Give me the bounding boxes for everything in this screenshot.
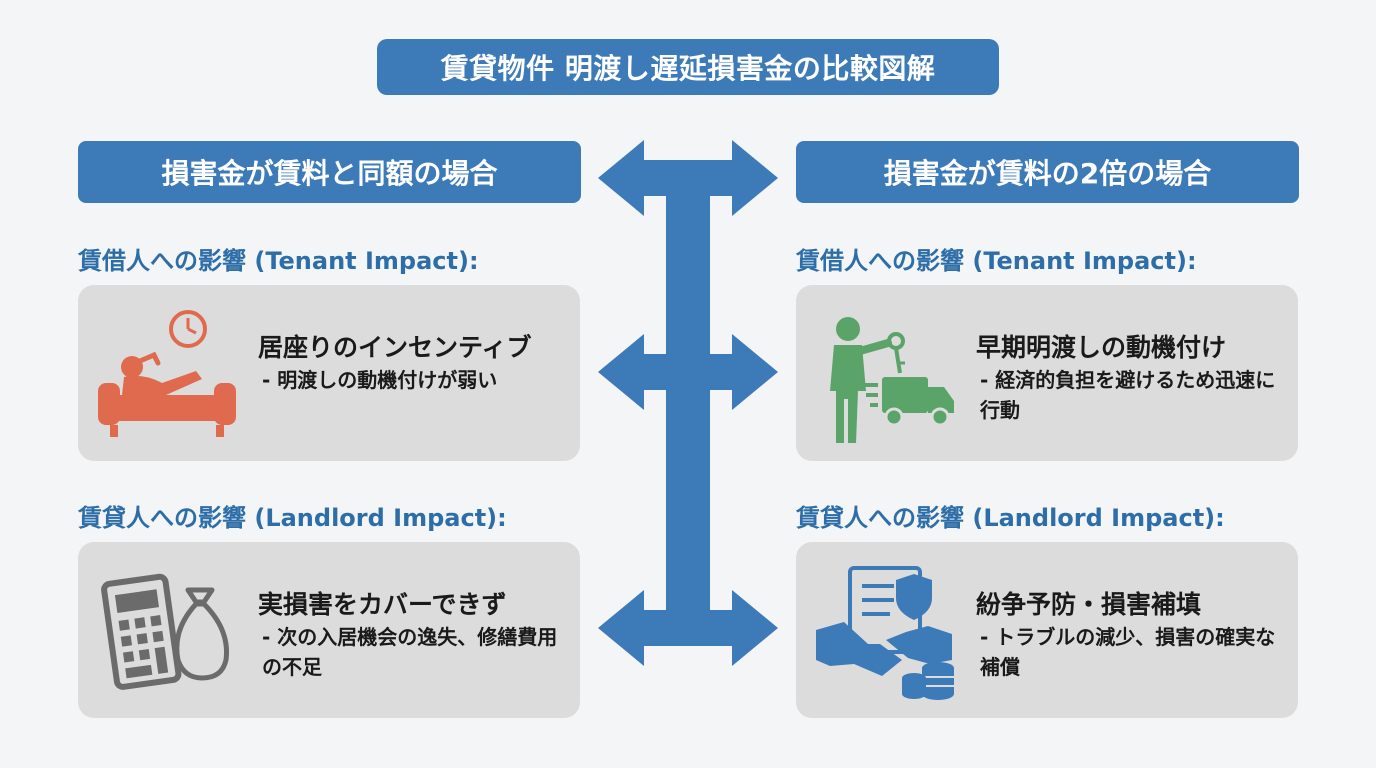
right-landlord-label: 賃貸人への影響 (Landlord Impact): [796, 504, 1225, 532]
diagram-title: 賃貸物件 明渡し遅延損害金の比較図解 [377, 39, 999, 95]
left-tenant-sub-text: - 明渡しの動機付けが弱い [262, 368, 498, 392]
left-landlord-main-text: 実損害をカバーできず [258, 590, 507, 619]
right-landlord-card: 紛争予防・損害補填 - トラブルの減少、損害の確実な補償 [796, 542, 1298, 718]
calculator-money-bag-icon [101, 573, 230, 690]
left-landlord-card: 実損害をカバーできず - 次の入居機会の逸失、修繕費用の不足 [78, 542, 580, 718]
left-tenant-label: 賃借人への影響 (Tenant Impact): [78, 247, 479, 275]
left-tenant-card: 居座りのインセンティブ - 明渡しの動機付けが弱い [78, 285, 580, 461]
left-column-header: 損害金が賃料と同額の場合 [78, 141, 581, 203]
right-tenant-label: 賃借人への影響 (Tenant Impact): [796, 247, 1197, 275]
double-arrow-tenant [598, 334, 778, 410]
right-tenant-sub-text: - 経済的負担を避けるため迅速に行動 [980, 368, 1276, 422]
person-on-sofa-clock-icon [98, 310, 236, 437]
right-tenant-card: 早期明渡しの動機付け - 経済的負担を避けるため迅速に行動 [796, 285, 1298, 461]
left-tenant-main-text: 居座りのインセンティブ [258, 333, 532, 362]
left-landlord-sub-text: - 次の入居機会の逸失、修繕費用の不足 [262, 625, 558, 679]
right-landlord-main-text: 紛争予防・損害補填 [976, 590, 1202, 619]
connector-vertical-bar [666, 168, 710, 626]
right-column-header: 損害金が賃料の2倍の場合 [796, 141, 1299, 203]
right-landlord-sub-text: - トラブルの減少、損害の確実な補償 [980, 625, 1276, 679]
left-landlord-label: 賃貸人への影響 (Landlord Impact): [78, 504, 507, 532]
double-arrow-landlord [598, 590, 778, 666]
person-keys-truck-icon [830, 317, 954, 443]
contract-handshake-coins-icon [816, 566, 954, 700]
right-tenant-main-text: 早期明渡しの動機付け [976, 333, 1227, 362]
double-arrow-header [598, 140, 778, 216]
comparison-connector [598, 140, 778, 666]
